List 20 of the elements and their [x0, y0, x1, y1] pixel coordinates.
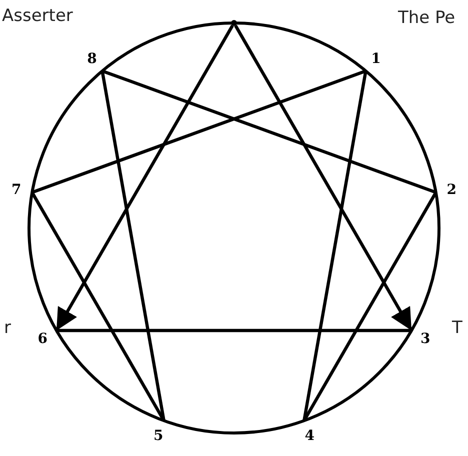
type-name: T [452, 318, 462, 338]
type-name: The Pe [398, 8, 456, 28]
point-number: 2 [446, 182, 458, 198]
connector-line [56, 328, 412, 332]
type-name: r [4, 318, 11, 338]
arrow [55, 24, 234, 332]
point-number: 1 [370, 50, 382, 67]
point-number: 3 [419, 330, 432, 346]
connector-line [102, 69, 436, 194]
vertex-dot [231, 20, 237, 26]
connector-line [32, 69, 366, 194]
point-number: 8 [86, 50, 98, 67]
point-number: 4 [304, 428, 316, 444]
connector-line [302, 70, 368, 421]
type-name: Asserter [2, 6, 73, 26]
point-number: 6 [36, 330, 49, 346]
point-number: 7 [10, 182, 22, 198]
arrow [234, 24, 413, 332]
connector-line [100, 70, 166, 421]
point-number: 5 [152, 428, 164, 444]
